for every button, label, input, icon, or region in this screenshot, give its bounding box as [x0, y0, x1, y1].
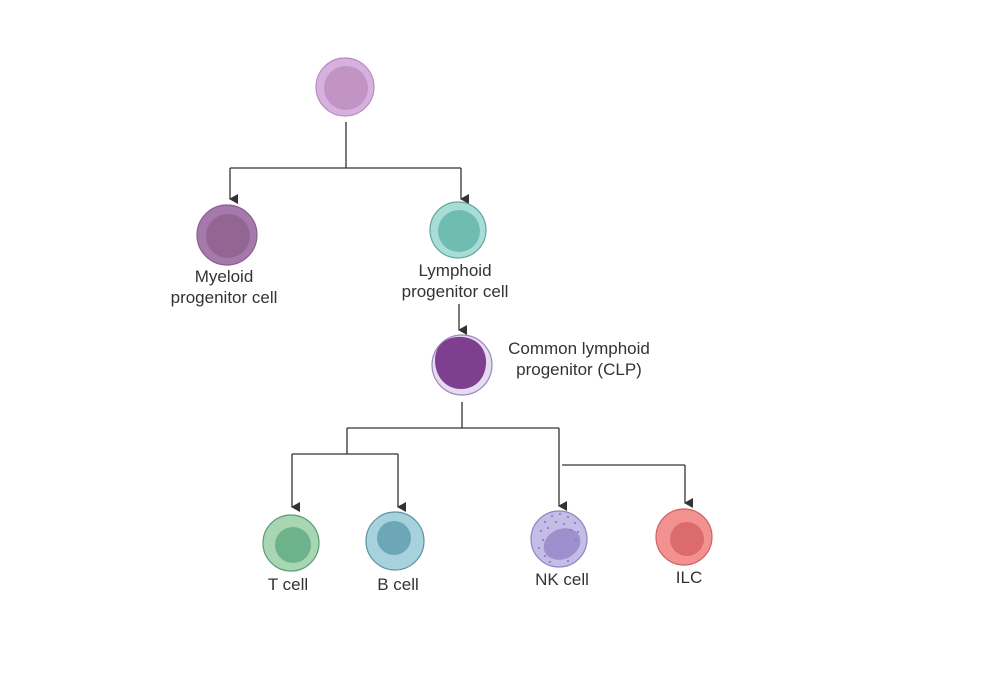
label-line: progenitor cell	[401, 282, 509, 301]
label-t-cell: T cell	[248, 574, 328, 595]
label-line: Common lymphoid	[508, 339, 650, 358]
cell-t-cell	[262, 514, 320, 572]
label-line: ILC	[675, 568, 703, 587]
lymphoid-cell-nucleus	[438, 210, 480, 252]
nk-granule-dot	[554, 520, 558, 524]
label-ilc: ILC	[649, 567, 729, 588]
nk-granule-dot	[573, 521, 577, 525]
nk-granule-dot	[543, 520, 547, 524]
nk-granule-dot	[558, 512, 562, 516]
label-clp: Common lymphoid progenitor (CLP)	[494, 338, 664, 380]
label-nk-cell: NK cell	[522, 569, 602, 590]
nk-granule-dot	[574, 538, 578, 542]
label-line: T cell	[267, 575, 309, 594]
nk-granule-dot	[537, 546, 541, 550]
nk-granule-dot	[562, 522, 566, 526]
cell-nk-cell	[530, 510, 588, 568]
label-b-cell: B cell	[358, 574, 438, 595]
nk-granule-dot	[550, 514, 554, 518]
nk-granule-dot	[566, 515, 570, 519]
label-line: Myeloid	[194, 267, 254, 286]
b-cell-nucleus	[377, 521, 411, 555]
t-cell-nucleus	[275, 527, 311, 563]
cell-b-cell	[365, 511, 425, 571]
clp-cell-nucleus	[435, 336, 487, 389]
connector-lines	[229, 122, 693, 512]
label-myeloid-progenitor: Myeloid progenitor cell	[154, 266, 294, 308]
label-line: B cell	[377, 575, 419, 594]
label-lymphoid-progenitor: Lymphoid progenitor cell	[385, 260, 525, 302]
cell-ilc	[655, 508, 713, 566]
nk-cell-granules	[537, 512, 580, 564]
nk-cell-nucleus	[543, 528, 581, 560]
cell-myeloid-progenitor	[196, 204, 258, 266]
cell-lymphoid-progenitor	[429, 201, 487, 259]
nk-granule-dot	[543, 554, 547, 558]
nk-granule-dot	[546, 526, 550, 530]
cell-clp	[431, 334, 493, 396]
label-line: progenitor (CLP)	[516, 360, 642, 379]
nk-granule-dot	[541, 538, 545, 542]
ilc-cell-nucleus	[670, 522, 704, 556]
nk-granule-dot	[548, 560, 552, 564]
nk-granule-dot	[566, 559, 570, 563]
label-line: Lymphoid	[418, 261, 492, 280]
nk-granule-dot	[539, 529, 543, 533]
cell-hsc	[315, 57, 375, 117]
label-line: progenitor cell	[170, 288, 278, 307]
myeloid-cell-nucleus	[206, 214, 250, 258]
hsc-cell-nucleus	[324, 66, 368, 110]
label-line: NK cell	[535, 570, 589, 589]
nk-granule-dot	[576, 530, 580, 534]
nk-granule-dot	[569, 528, 573, 532]
